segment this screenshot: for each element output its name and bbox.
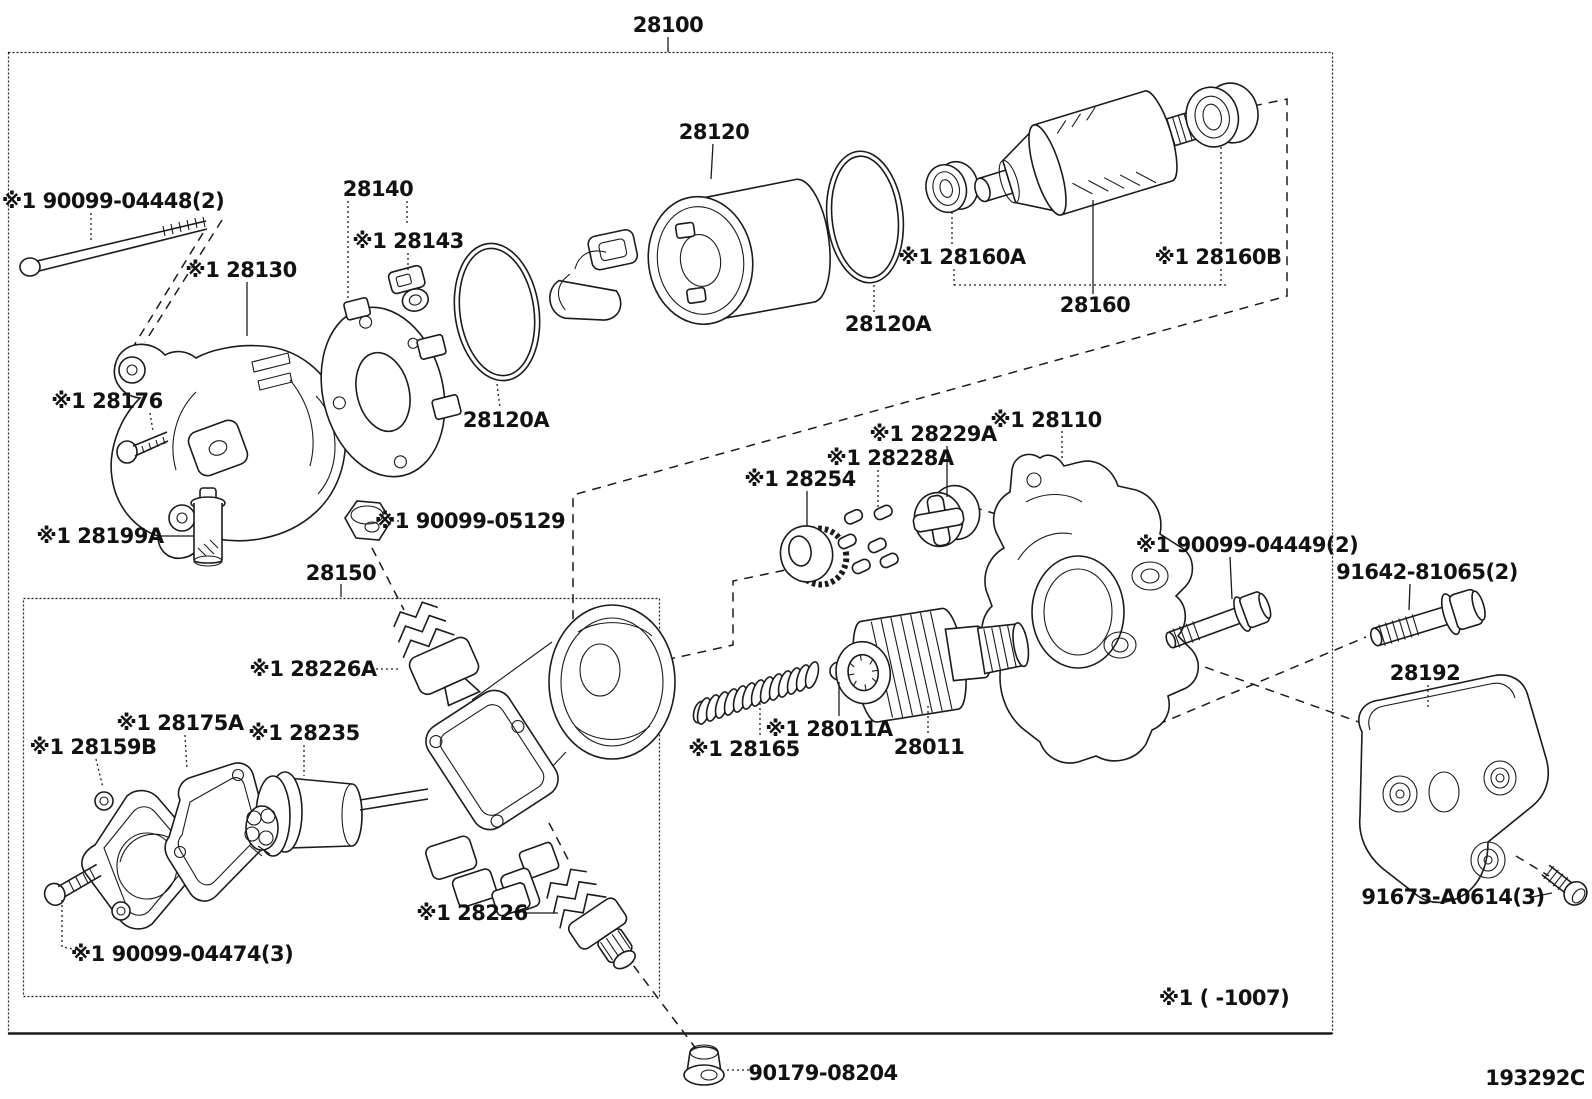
bolt-90099-04474 (41, 864, 105, 908)
magnet-switch-28120 (539, 176, 838, 331)
roller-retainer-28229a (908, 482, 984, 551)
plunger-28235 (245, 772, 428, 856)
part-label-91673-A0614: 91673-A0614(3) (1361, 885, 1545, 909)
applicability-footnote: ※1 ( -1007) (1158, 986, 1290, 1010)
part-label-90099-04449: ※1 90099-04449(2) (1135, 533, 1359, 557)
part-label-28011: 28011 (893, 735, 965, 759)
magnet-switch-plunger-28226a (386, 592, 489, 715)
bolt-91642-81065 (1365, 584, 1489, 658)
part-label-28100: 28100 (632, 13, 704, 37)
bolt-91673-a0614 (1538, 861, 1591, 910)
part-label-28226: ※1 28226 (416, 901, 528, 925)
part-label-28160: 28160 (1059, 293, 1131, 317)
commutator-end-frame-28130 (111, 344, 345, 558)
through-bolt-90099-04448 (20, 217, 207, 276)
part-label-28150: 28150 (305, 561, 377, 585)
part-label-28011A: ※1 28011A (765, 717, 893, 741)
clutch-assy-28011 (829, 596, 1037, 727)
cover-plate-28159b (82, 791, 202, 929)
o-ring-28120a-front (446, 238, 548, 386)
bolt-90099-04449 (1161, 588, 1275, 659)
armature-28160 (962, 77, 1218, 237)
part-label-90179-08204: 90179-08204 (748, 1061, 898, 1085)
screw-28176 (117, 432, 168, 463)
idler-gear-28254 (776, 520, 851, 591)
brush-holder-28140 (302, 282, 473, 490)
part-label-28110: ※1 28110 (990, 408, 1102, 432)
part-label-28140: 28140 (342, 177, 414, 201)
drive-housing-28150 (419, 605, 675, 932)
part-label-28226A: ※1 28226A (249, 657, 377, 681)
bearing-28160b (1181, 78, 1264, 152)
part-label-28120A-rear: 28120A (844, 312, 932, 336)
part-label-28120A-front: 28120A (462, 408, 550, 432)
o-ring-28120a-rear (820, 147, 909, 286)
nut-90179-08204 (684, 1045, 724, 1085)
part-label-28192: 28192 (1389, 661, 1461, 685)
part-label-28130: ※1 28130 (185, 258, 297, 282)
spring-28165 (691, 661, 821, 726)
part-label-28175A: ※1 28175A (116, 711, 244, 735)
part-label-90099-04474: ※1 90099-04474(3) (70, 942, 294, 966)
magnet-switch-plunger-28226 (536, 858, 650, 986)
part-label-28176: ※1 28176 (51, 389, 163, 413)
part-label-28159B: ※1 28159B (29, 735, 157, 759)
part-label-28165: ※1 28165 (688, 737, 800, 761)
part-label-28229A: ※1 28229A (869, 422, 997, 446)
end-cover-28192 (1359, 675, 1548, 902)
part-label-90099-05129: ※1 90099-05129 (374, 509, 566, 533)
brush-spring-clamp-28143 (387, 265, 431, 316)
figure-code: 193292C (1485, 1066, 1585, 1090)
part-label-28160A: ※1 28160A (898, 245, 1026, 269)
clutch-rollers-28228a (837, 504, 900, 576)
part-label-28160B: ※1 28160B (1154, 245, 1282, 269)
part-label-28143: ※1 28143 (352, 229, 464, 253)
leader-lines (62, 37, 1552, 1070)
part-label-28120: 28120 (678, 120, 750, 144)
outer-assembly-box (8, 53, 1333, 1034)
part-label-28228A: ※1 28228A (826, 446, 954, 470)
part-label-91642-81065: 91642-81065(2) (1336, 560, 1518, 584)
part-label-90099-04448: ※1 90099-04448(2) (1, 189, 225, 213)
part-label-28254: ※1 28254 (744, 467, 856, 491)
nut-90099-05129 (345, 501, 391, 540)
part-label-28235: ※1 28235 (248, 721, 360, 745)
bearing-28160a (921, 157, 984, 217)
starter-housing-28110 (982, 454, 1198, 763)
part-label-28199A: ※1 28199A (36, 524, 164, 548)
plug-28199a (191, 488, 225, 566)
sub-assembly-box-28150 (24, 599, 660, 997)
